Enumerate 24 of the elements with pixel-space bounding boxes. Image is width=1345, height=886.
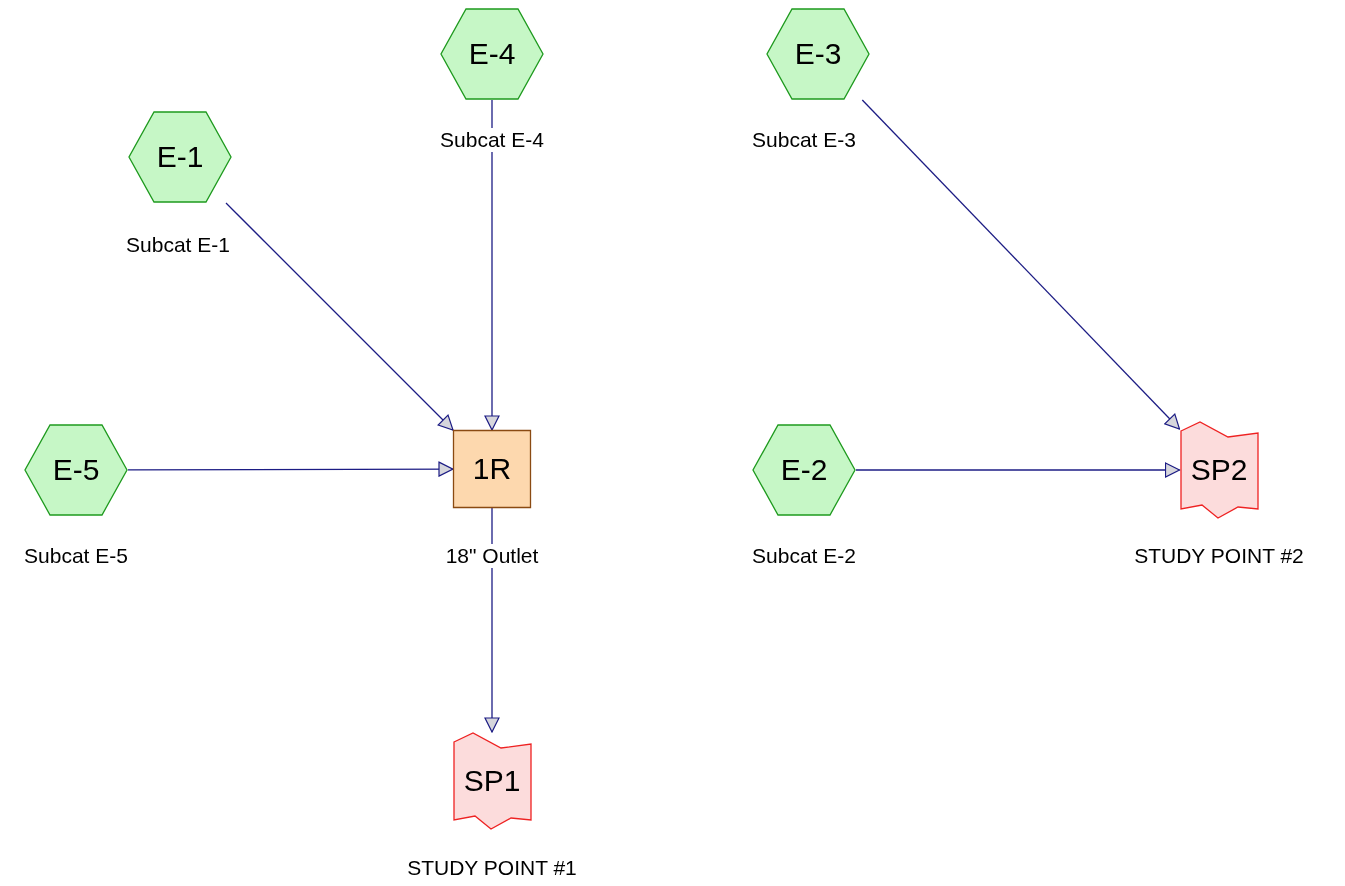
- node-caption: Subcat E-4: [439, 128, 545, 152]
- subcatchment-hexagon: [24, 424, 128, 516]
- node-label: E-4: [468, 37, 516, 71]
- node-label: SP2: [1190, 453, 1248, 487]
- flow-arrow: [484, 99, 500, 431]
- subcatchment-hexagon: [128, 111, 232, 203]
- flow-arrow: [855, 462, 1181, 478]
- flow-arrow: [861, 99, 1181, 430]
- reach-square: [453, 430, 531, 508]
- study-point-shape: [1179, 421, 1259, 519]
- node-label: E-3: [794, 37, 842, 71]
- study-point-shape: [452, 732, 532, 830]
- subcatchment-hexagon: [440, 8, 544, 100]
- flow-arrow: [127, 461, 454, 477]
- node-caption: 18" Outlet: [444, 544, 540, 568]
- flow-arrow: [225, 202, 454, 431]
- node-label: SP1: [463, 764, 521, 798]
- subcatchment-hexagon: [752, 424, 856, 516]
- subcatchment-hexagon: [766, 8, 870, 100]
- node-label: 1R: [472, 452, 512, 486]
- node-label: E-1: [156, 140, 204, 174]
- flow-arrow: [484, 507, 500, 733]
- node-label: E-2: [780, 453, 828, 487]
- node-label: E-5: [52, 453, 100, 487]
